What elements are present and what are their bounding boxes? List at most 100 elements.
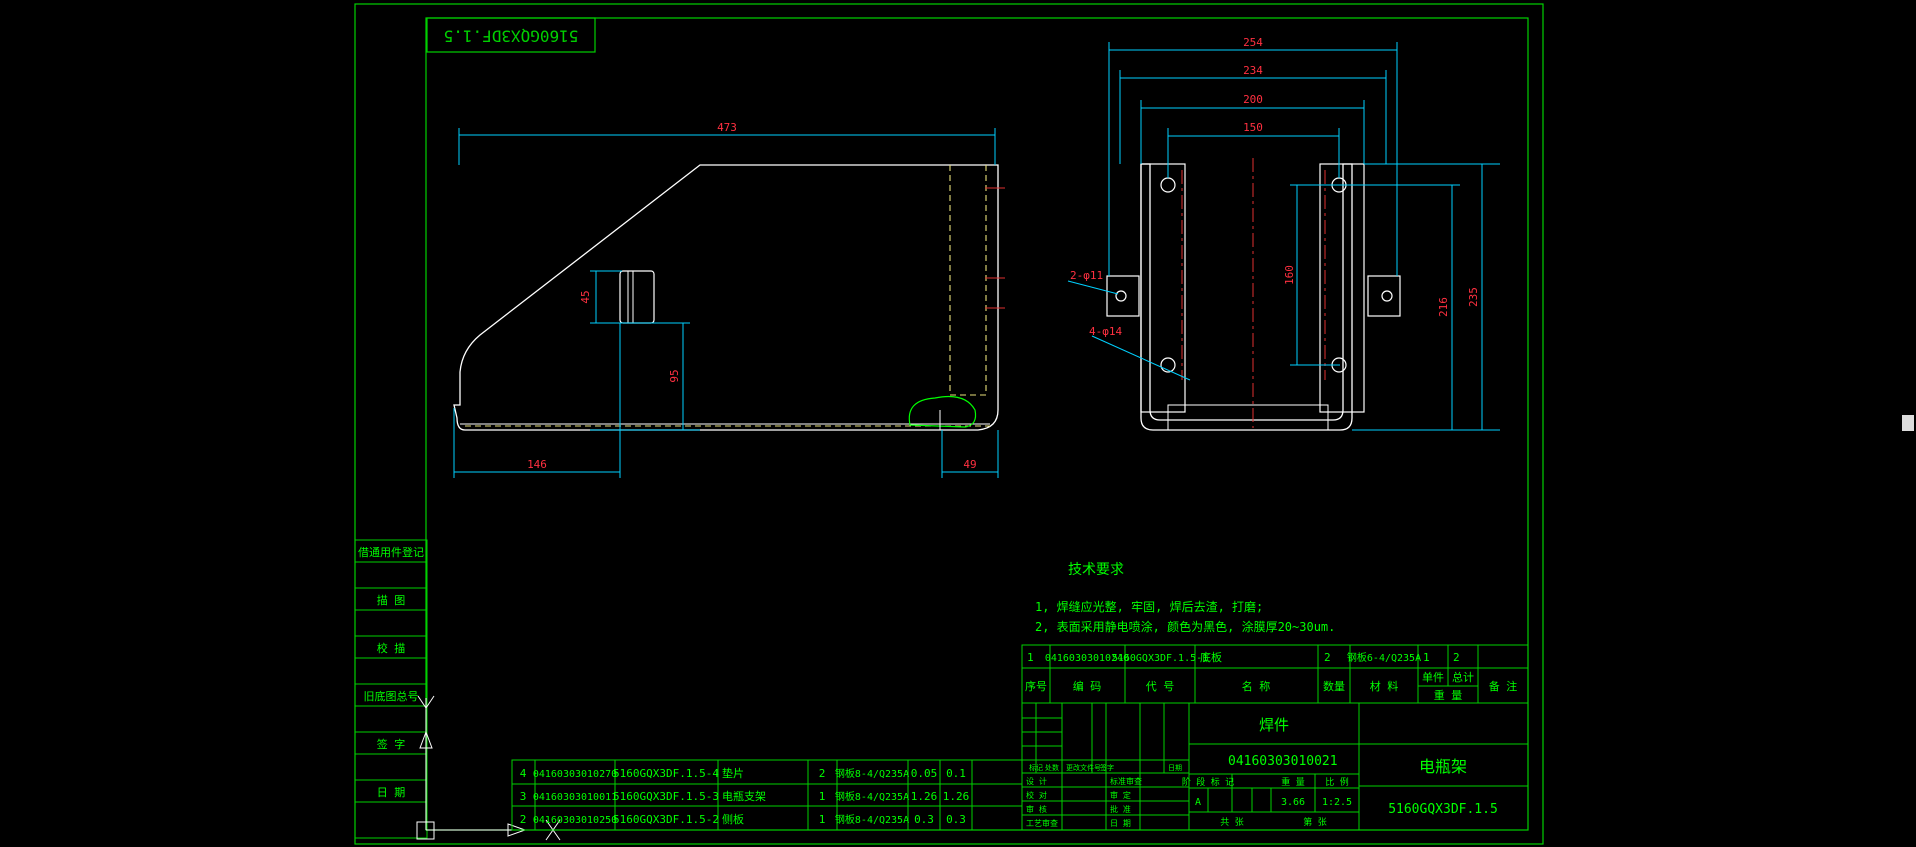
tb-role2-0: 标准审查 (1110, 776, 1142, 786)
tb-drawing-no: 5160GQX3DF.1.5 (1388, 802, 1498, 817)
part-2-qty: 1 (819, 813, 826, 826)
dim-200: 200 (1243, 93, 1263, 106)
center-marks (985, 187, 1005, 309)
side-label-2: 校 描 (377, 641, 406, 655)
tech-line-2: 2, 表面采用静电喷涂, 颜色为黑色, 涂膜厚20~30um. (1035, 619, 1335, 634)
hdr-material: 材 料 (1370, 679, 1399, 693)
part-3-unit-wt: 1.26 (911, 790, 938, 803)
part-2-no: 2 (520, 813, 527, 826)
bom-top-total: 2 (1453, 651, 1460, 664)
tech-title: 技术要求 (1068, 562, 1124, 578)
tb-role2-2: 批 准 (1110, 804, 1131, 814)
part-2-code: 04160303010250 (533, 815, 617, 826)
bom-top-name: 底板 (1200, 650, 1222, 664)
dim-254: 254 (1243, 36, 1263, 49)
bom-top-material: 钢板6-4/Q235A (1347, 651, 1421, 664)
tech-line-1: 1, 焊缝应光整, 牢固, 焊后去渣, 打磨; (1035, 599, 1263, 614)
part-3-name: 电瓶支架 (722, 789, 766, 803)
tb-stage-label: 阶 段 标 记 (1182, 776, 1234, 788)
hdr-drawing: 代 号 (1146, 680, 1175, 693)
left-washer (1106, 275, 1140, 317)
tb-role-3: 工艺审查 (1026, 818, 1058, 828)
dim-235: 235 (1467, 287, 1480, 307)
bom-top-qty: 2 (1324, 651, 1331, 664)
hole-note-14: 4-φ14 (1089, 325, 1122, 338)
dim-146: 146 (527, 458, 547, 471)
dim-473: 473 (717, 121, 737, 134)
side-label-1: 描 图 (377, 593, 406, 607)
part-2-drawing: 5160GQX3DF.1.5-2 (613, 813, 719, 826)
part-3-no: 3 (520, 790, 527, 803)
hdr-code: 编 码 (1073, 679, 1102, 693)
tb-code: 04160303010021 (1228, 754, 1338, 769)
part-2-total-wt: 0.3 (946, 813, 966, 826)
part-4-total-wt: 0.1 (946, 767, 966, 780)
part-4-code: 04160303010270 (533, 769, 617, 780)
center-lines (1181, 158, 1326, 428)
part-3-material: 钢板8-4/Q235A (835, 790, 909, 803)
tb-sheet-left: 共 张 (1220, 817, 1243, 828)
side-label-4: 签 字 (377, 737, 406, 751)
part-4-unit-wt: 0.05 (911, 767, 938, 780)
tb-weight-label: 重 量 (1281, 776, 1304, 788)
tb-role2-3: 日 期 (1110, 819, 1131, 828)
tb-weight: 3.66 (1281, 797, 1305, 808)
part-3-total-wt: 1.26 (943, 790, 970, 803)
tb-stage: A (1195, 797, 1201, 808)
hdr-remark: 备 注 (1489, 679, 1518, 693)
tb-mark-col-4: 日期 (1168, 764, 1182, 772)
tb-mark-col-0: 标记 (1029, 763, 1043, 772)
bottom-plate (1167, 404, 1329, 431)
dim-234: 234 (1243, 64, 1263, 77)
tb-sheet-right: 第 张 (1303, 816, 1326, 828)
scrollbar-thumb[interactable] (1902, 415, 1914, 431)
part-4-qty: 2 (819, 767, 826, 780)
part-3-drawing: 5160GQX3DF.1.5-3 (613, 790, 719, 803)
parts-list-text: 4 04160303010270 5160GQX3DF.1.5-4 垫片 2 钢… (520, 766, 970, 826)
tb-name: 电瓶架 (1419, 757, 1467, 776)
part-4-material: 钢板8-4/Q235A (835, 767, 909, 780)
stamp-box (426, 17, 596, 53)
part-2-name: 侧板 (722, 812, 744, 826)
side-view-outline (453, 164, 999, 431)
part-4-name: 垫片 (722, 766, 744, 780)
hdr-no: 序号 (1025, 679, 1047, 693)
tb-type: 焊件 (1259, 716, 1289, 734)
bom-header: 序号 编 码 代 号 名 称 数量 材 料 单件 总计 重 量 备 注 (1025, 670, 1517, 702)
tb-role-2: 审 核 (1026, 804, 1047, 814)
part-2-material: 钢板8-4/Q235A (835, 813, 909, 826)
hdr-weight: 重 量 (1434, 688, 1463, 702)
bom-top-code: 04160303010240 (1045, 653, 1129, 664)
dim-45: 45 (579, 290, 592, 303)
part-3-code: 04160303010011 (533, 792, 617, 803)
tb-scale-label: 比 例 (1325, 776, 1348, 788)
tb-mark-col-1: 处数 (1045, 763, 1059, 772)
hdr-qty: 数量 (1323, 680, 1345, 693)
tb-role2-1: 审 定 (1110, 790, 1131, 800)
bom-top-row: 1 04160303010240 5160GQX3DF.1.5-1 底板 2 钢… (1027, 650, 1460, 664)
technical-requirements: 技术要求 1, 焊缝应光整, 牢固, 焊后去渣, 打磨; 2, 表面采用静电喷涂… (1035, 562, 1335, 634)
end-dim-lines (1067, 42, 1500, 431)
side-label-strip (354, 539, 428, 839)
right-side-plate (1319, 163, 1365, 413)
part-3-qty: 1 (819, 790, 826, 803)
hole-note-11: 2-φ11 (1070, 269, 1103, 282)
side-label-5: 日 期 (377, 786, 406, 799)
tb-role-0: 设 计 (1026, 776, 1047, 786)
hdr-name: 名 称 (1242, 679, 1271, 693)
hdr-unit: 单件 (1422, 671, 1444, 684)
hidden-lines (465, 165, 990, 427)
tb-mark-col-2: 更改文件号 (1066, 763, 1101, 772)
dim-160: 160 (1283, 265, 1296, 285)
tb-mark-col-3: 签字 (1100, 763, 1114, 772)
side-label-3: 旧底图总号 (364, 689, 419, 703)
bom-top-no: 1 (1027, 651, 1034, 664)
dim-49: 49 (963, 458, 976, 471)
right-washer (1367, 275, 1401, 317)
dim-150: 150 (1243, 121, 1263, 134)
left-side-plate (1140, 163, 1186, 413)
part-4-no: 4 (520, 767, 527, 780)
part-2-unit-wt: 0.3 (914, 813, 934, 826)
weld-outline (908, 395, 977, 428)
